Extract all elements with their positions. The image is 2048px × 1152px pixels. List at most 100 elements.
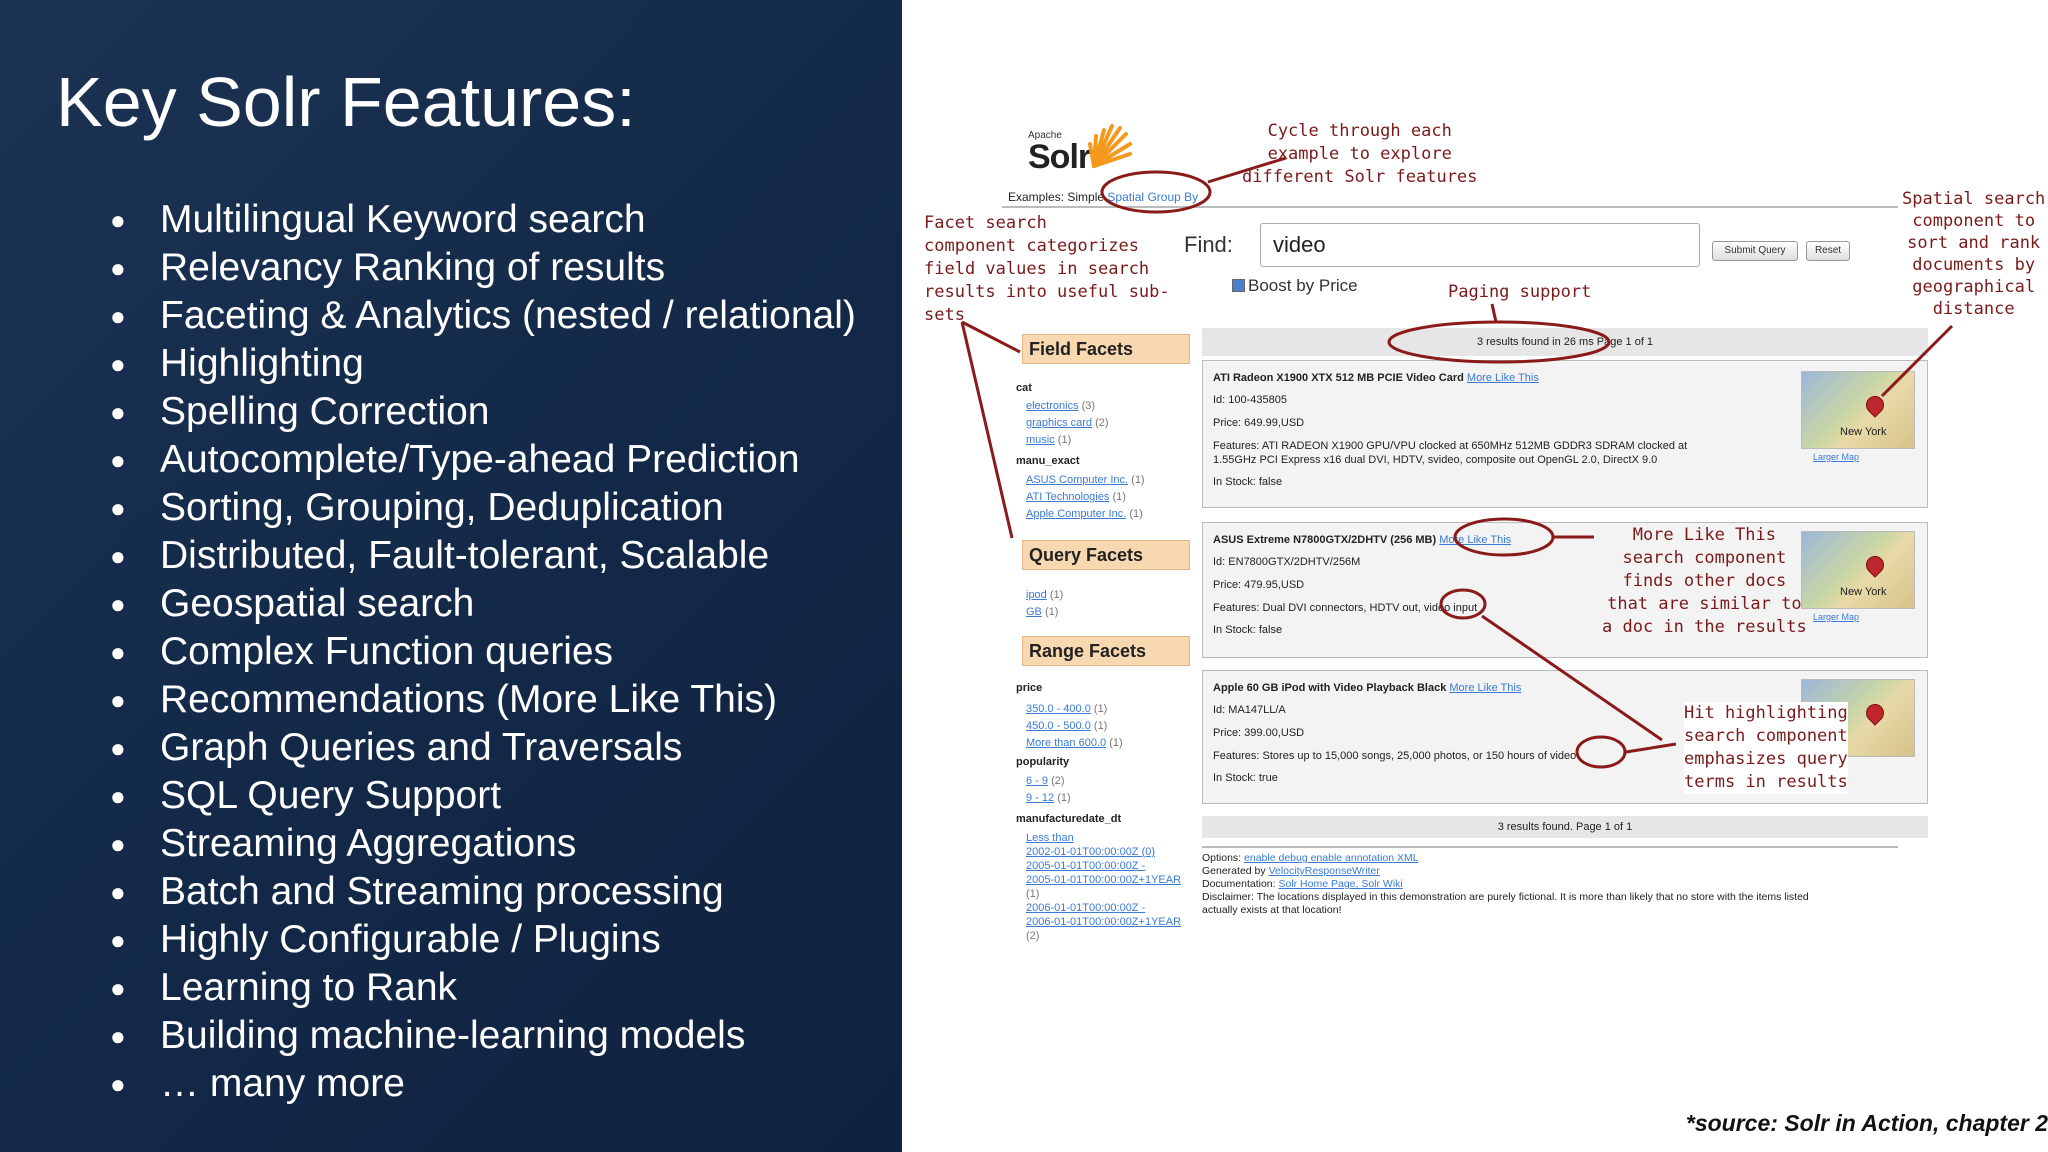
facet-mfd-list[interactable]: Less than 2002-01-01T00:00:00Z (0) 2005-… <box>1026 832 1182 942</box>
page-footer: Options: enable debug enable annotation … <box>1202 852 1809 916</box>
result-title: ASUS Extreme N7800GTX/2DHTV (256 MB) <box>1213 534 1437 546</box>
slide-title: Key Solr Features: <box>56 63 636 141</box>
source-citation: *source: Solr in Action, chapter 2 <box>1685 1110 2048 1136</box>
feature-item: ●Complex Function queries <box>104 628 856 676</box>
feature-item: ●Streaming Aggregations <box>104 820 856 868</box>
range-facets-header: Range Facets <box>1022 636 1190 666</box>
bullet-icon: ● <box>110 973 126 1003</box>
facet-price-label: price <box>1016 682 1043 694</box>
facet-item[interactable]: electronics (3) <box>1026 400 1096 412</box>
facet-item[interactable]: graphics card (2) <box>1026 417 1109 429</box>
result-title: Apple 60 GB iPod with Video Playback Bla… <box>1213 682 1447 694</box>
facet-item[interactable]: ipod (1) <box>1026 589 1064 601</box>
bullet-icon: ● <box>110 781 126 811</box>
annotation-spatial: Spatial search component to sort and ran… <box>1902 189 2046 319</box>
feature-item: ●Autocomplete/Type-ahead Prediction <box>104 436 856 484</box>
bullet-icon: ● <box>110 349 126 379</box>
boost-checkbox[interactable]: Boost by Price <box>1232 276 1358 296</box>
sun-logo-icon <box>1088 124 1132 168</box>
slide-left-panel: Key Solr Features: ●Multilingual Keyword… <box>0 0 902 1152</box>
checkbox-icon <box>1232 279 1245 292</box>
annotation-arrow <box>1207 156 1287 184</box>
feature-item: ●SQL Query Support <box>104 772 856 820</box>
facet-item[interactable]: ASUS Computer Inc. (1) <box>1026 474 1145 486</box>
facet-manu-label: manu_exact <box>1016 455 1080 467</box>
feature-item: ●Highly Configurable / Plugins <box>104 916 856 964</box>
facet-item[interactable]: 350.0 - 400.0 (1) <box>1026 703 1108 715</box>
result-features: Features: ATI RADEON X1900 GPU/VPU clock… <box>1213 440 1688 452</box>
annotation-overlay <box>960 156 1954 769</box>
result-card: ASUS Extreme N7800GTX/2DHTV (256 MB) Mor… <box>1202 522 1928 658</box>
bullet-icon: ● <box>110 205 126 235</box>
annotation-circle <box>1453 517 1555 557</box>
more-like-this-link[interactable]: More Like This <box>1466 372 1539 384</box>
feature-item: ●Sorting, Grouping, Deduplication <box>104 484 856 532</box>
annotation-circle <box>1439 588 1487 620</box>
annotation-arrow <box>1481 614 1677 754</box>
generated-link[interactable]: VelocityResponseWriter <box>1268 865 1380 877</box>
feature-item: ●Geospatial search <box>104 580 856 628</box>
example-simple[interactable]: Simple <box>1067 190 1105 204</box>
facet-cat-label: cat <box>1016 382 1032 394</box>
annotation-more-like-this: More Like This search component finds ot… <box>1602 525 1807 637</box>
results-footer: 3 results found. Page 1 of 1 <box>1202 816 1928 838</box>
facet-item[interactable]: More than 600.0 (1) <box>1026 737 1123 749</box>
example-group-by[interactable]: Group By <box>1147 190 1199 204</box>
bullet-icon: ● <box>110 445 126 475</box>
result-price: Price: 649.99,USD <box>1213 417 1305 429</box>
result-stock: In Stock: false <box>1213 476 1283 488</box>
bullet-icon: ● <box>110 1069 126 1099</box>
feature-item: ●Relevancy Ranking of results <box>104 244 856 292</box>
search-input[interactable] <box>1260 223 1700 267</box>
result-price: Price: 479.95,USD <box>1213 579 1305 591</box>
documentation-links[interactable]: Solr Home Page, Solr Wiki <box>1278 878 1403 890</box>
facet-item[interactable]: 6 - 9 (2) <box>1026 775 1065 787</box>
bullet-icon: ● <box>110 589 126 619</box>
result-title: ATI Radeon X1900 XTX 512 MB PCIE Video C… <box>1213 372 1464 384</box>
annotation-arrow <box>1880 324 1954 398</box>
find-label: Find: <box>1184 232 1233 257</box>
larger-map-link: Larger Map <box>1813 612 1860 622</box>
bullet-icon: ● <box>110 829 126 859</box>
feature-item: ●Recommendations (More Like This) <box>104 676 856 724</box>
feature-item: ●Batch and Streaming processing <box>104 868 856 916</box>
bullet-icon: ● <box>110 685 126 715</box>
larger-map-link: Larger Map <box>1813 452 1860 462</box>
facet-item[interactable]: 450.0 - 500.0 (1) <box>1026 720 1108 732</box>
result-stock: In Stock: true <box>1213 772 1278 784</box>
options-links[interactable]: enable debug enable annotation XML <box>1244 852 1419 864</box>
result-stock: In Stock: false <box>1213 624 1283 636</box>
facet-item[interactable]: Apple Computer Inc. (1) <box>1026 508 1143 520</box>
map-thumbnail[interactable]: New York <box>1801 531 1915 609</box>
feature-item: ●Learning to Rank <box>104 964 856 1012</box>
result-price: Price: 399.00,USD <box>1213 727 1305 739</box>
feature-item: ●Spelling Correction <box>104 388 856 436</box>
more-like-this-link[interactable]: More Like This <box>1449 682 1522 694</box>
feature-item: ●Faceting & Analytics (nested / relation… <box>104 292 856 340</box>
field-facets-header: Field Facets <box>1022 334 1190 364</box>
bullet-icon: ● <box>110 925 126 955</box>
feature-item: ●… many more <box>104 1060 856 1108</box>
bullet-icon: ● <box>110 877 126 907</box>
annotation-facet: Facet search component categorizes field… <box>924 213 1170 325</box>
result-card: ATI Radeon X1900 XTX 512 MB PCIE Video C… <box>1202 360 1928 508</box>
solr-screenshot: Apache Solr Examples: Simple Spatial Gro… <box>902 0 2048 1152</box>
bullet-icon: ● <box>110 1021 126 1051</box>
facet-item[interactable]: 9 - 12 (1) <box>1026 792 1071 804</box>
facet-item[interactable]: ATI Technologies (1) <box>1026 491 1126 503</box>
result-features: Features: Stores up to 15,000 songs, 25,… <box>1213 750 1577 762</box>
reset-button[interactable]: Reset <box>1806 241 1850 261</box>
example-spatial[interactable]: Spatial <box>1107 190 1145 204</box>
submit-query-button[interactable]: Submit Query <box>1712 241 1798 261</box>
annotation-circle <box>1575 735 1627 769</box>
feature-item: ●Multilingual Keyword search <box>104 196 856 244</box>
annotation-circle <box>1387 320 1611 364</box>
facet-item[interactable]: music (1) <box>1026 434 1072 446</box>
result-id: Id: 100-435805 <box>1213 394 1288 406</box>
feature-list: ●Multilingual Keyword search ●Relevancy … <box>104 196 856 1108</box>
result-id: Id: MA147LL/A <box>1213 704 1286 716</box>
facet-item[interactable]: GB (1) <box>1026 606 1059 618</box>
feature-item: ●Highlighting <box>104 340 856 388</box>
result-features: Features: Dual DVI connectors, HDTV out,… <box>1213 602 1478 614</box>
annotation-paging: Paging support <box>1448 282 1592 302</box>
